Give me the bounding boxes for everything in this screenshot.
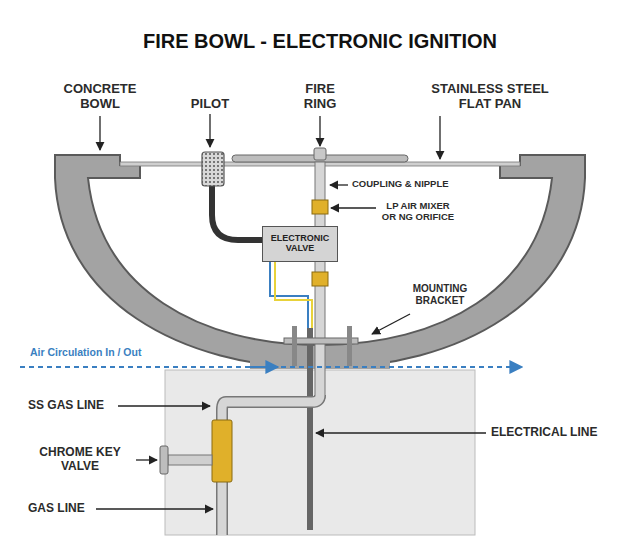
diagram-title: FIRE BOWL - ELECTRONIC IGNITION bbox=[0, 30, 640, 53]
pilot-head bbox=[202, 152, 224, 186]
bolt bbox=[292, 326, 297, 366]
fire-ring-hub bbox=[314, 148, 326, 160]
air-flow-arrow bbox=[250, 366, 278, 368]
part-label: GAS LINE bbox=[28, 502, 108, 516]
coupling bbox=[312, 200, 328, 214]
part-label: FIRE RING bbox=[288, 82, 352, 112]
part-label: CONCRETE BOWL bbox=[50, 82, 150, 112]
pilot-tube bbox=[212, 184, 262, 240]
key-valve-body bbox=[212, 420, 232, 482]
coupling bbox=[312, 272, 328, 286]
ss-gas-line bbox=[222, 395, 320, 535]
chrome-key bbox=[160, 446, 168, 474]
flow-label: Air Circulation In / Out bbox=[30, 346, 250, 358]
ss-gas-line bbox=[222, 395, 320, 535]
part-label: LP AIR MIXER OR NG ORIFICE bbox=[379, 201, 457, 223]
air-flow bbox=[20, 366, 522, 368]
part-label: COUPLING & NIPPLE bbox=[352, 179, 552, 190]
wire bbox=[275, 262, 312, 330]
leader-lines bbox=[96, 114, 486, 509]
part-label: STAINLESS STEEL FLAT PAN bbox=[415, 82, 565, 112]
electrical-line bbox=[307, 328, 313, 530]
node-label: ELECTRONIC VALVE bbox=[266, 234, 334, 254]
part-label: PILOT bbox=[175, 97, 245, 112]
bolt bbox=[347, 326, 352, 366]
part-label: ELECTRICAL LINE bbox=[491, 426, 636, 440]
part-label: SS GAS LINE bbox=[28, 399, 128, 413]
valve-box: ELECTRONIC VALVE bbox=[262, 226, 338, 262]
part-label: MOUNTING BRACKET bbox=[400, 283, 480, 306]
key-valve-stem bbox=[168, 455, 212, 465]
part-label: CHROME KEY VALVE bbox=[30, 446, 130, 474]
